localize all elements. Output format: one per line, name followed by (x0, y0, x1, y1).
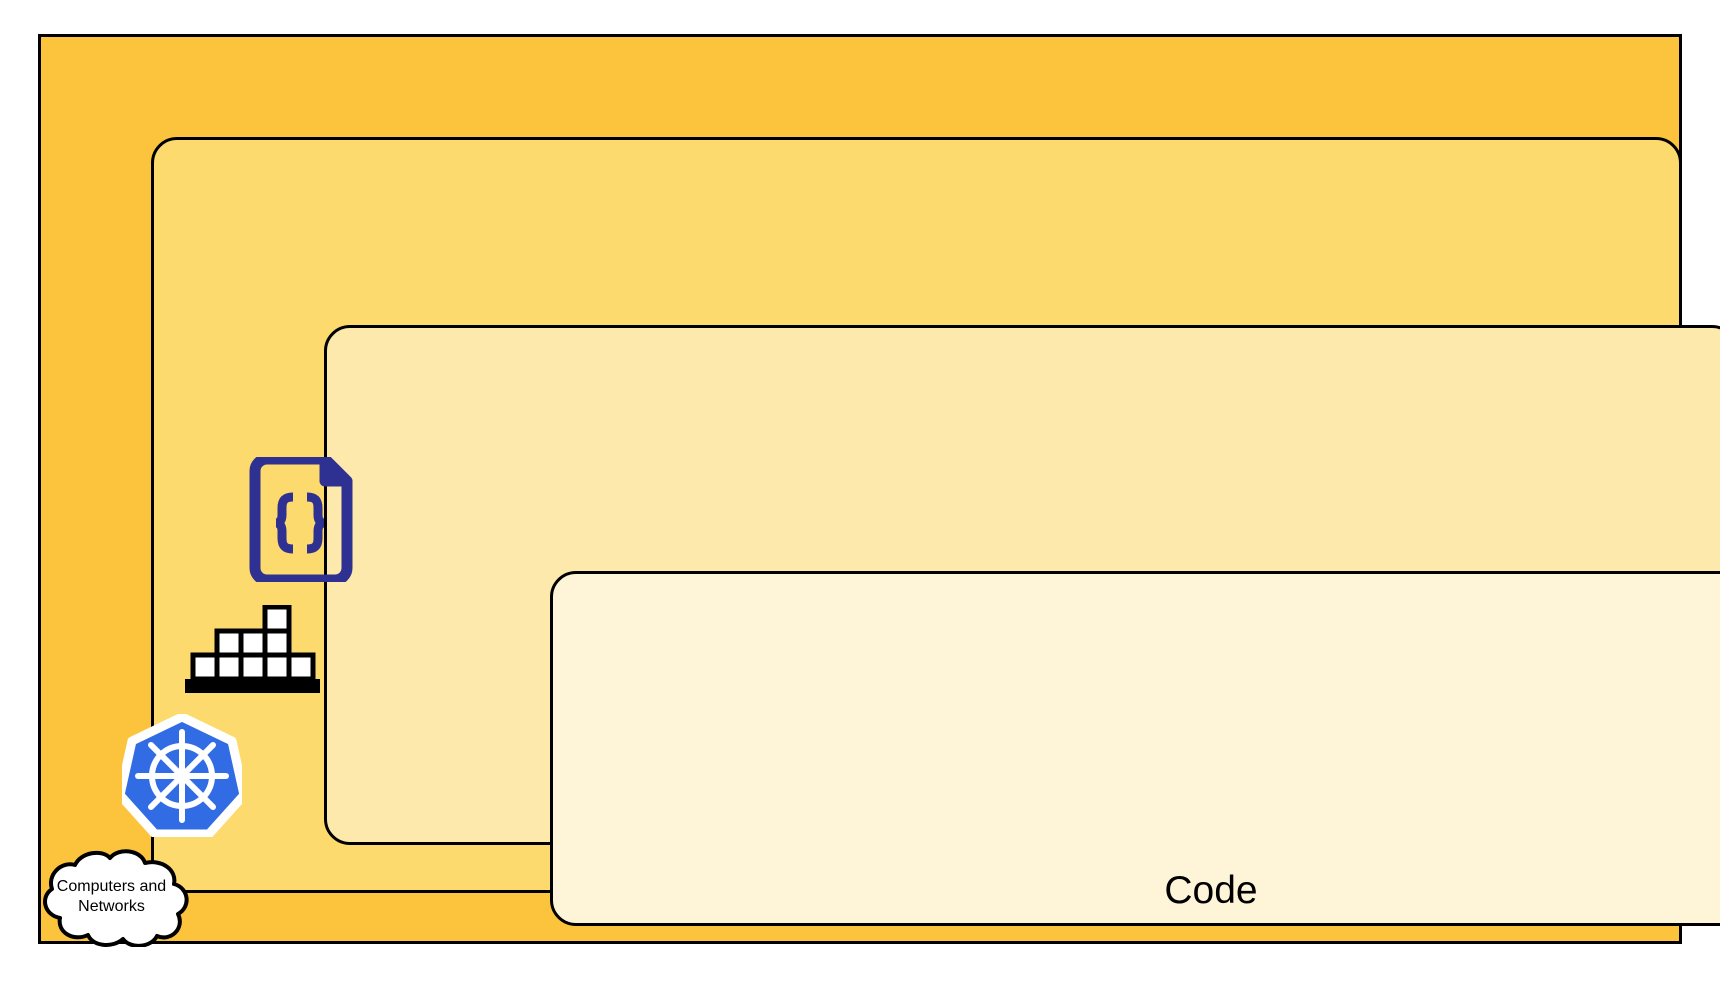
layer-code-label: Code (1164, 868, 1258, 912)
cloud-computers-and-networks[interactable]: Computers and Networks (31, 849, 192, 948)
layer-container[interactable]: Container Code (324, 325, 1720, 926)
kubernetes-helm-wheel-icon (115, 712, 249, 839)
cloud-shape-icon (43, 849, 189, 948)
layer-code[interactable]: Code (550, 571, 1720, 926)
layer-datacenter[interactable]: Cloud/Co-Lo/Corporate Datacenter Cluster… (38, 34, 1720, 944)
layer-cluster[interactable]: Cluster Container Code (151, 137, 1720, 926)
code-braces-document-icon (245, 453, 355, 586)
stacked-boxes-icon (185, 604, 320, 693)
